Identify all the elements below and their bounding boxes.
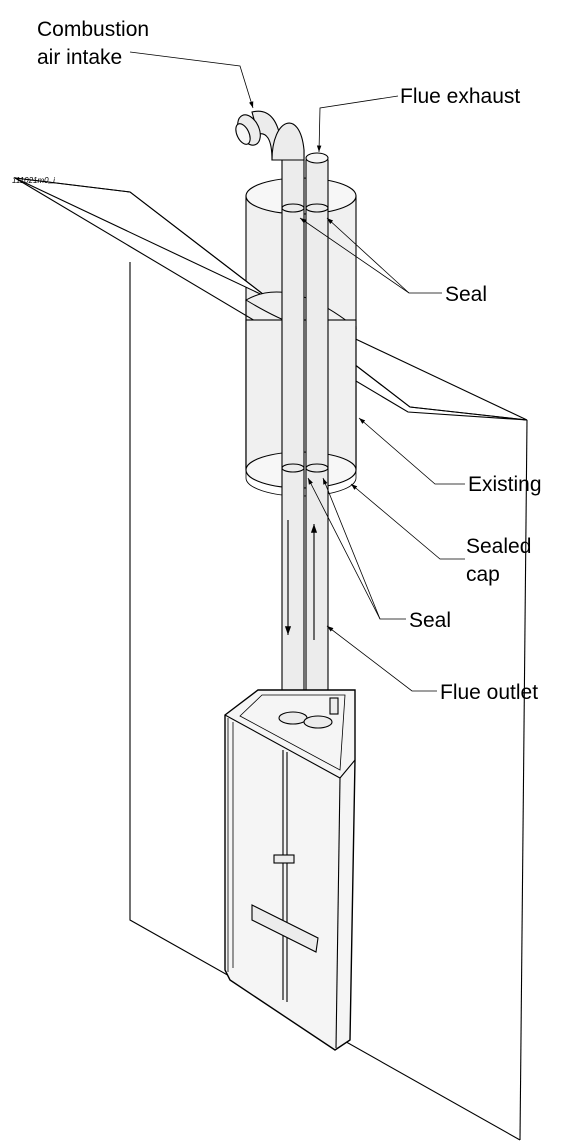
label-combustion-line1: Combustion [37,18,149,41]
label-sealed-line1: Sealed [466,535,531,558]
wall [129,262,528,1141]
exhaust-pipe [305,152,329,716]
label-seal-upper: Seal [445,283,487,306]
leader-lines [129,51,465,692]
intake-elbow [235,110,305,161]
label-sealed-line2: cap [466,563,500,586]
label-flue-exhaust: Flue exhaust [400,85,520,108]
label-seal-lower: Seal [409,609,451,632]
water-heater-unit [224,689,356,1051]
label-flue-outlet: Flue outlet [440,681,538,704]
label-combustion-line2: air intake [37,46,122,69]
label-existing: Existing [468,473,542,496]
drawing-code: 111021m0_i [12,176,55,185]
intake-pipe [281,149,305,716]
flow-arrows [284,520,318,640]
